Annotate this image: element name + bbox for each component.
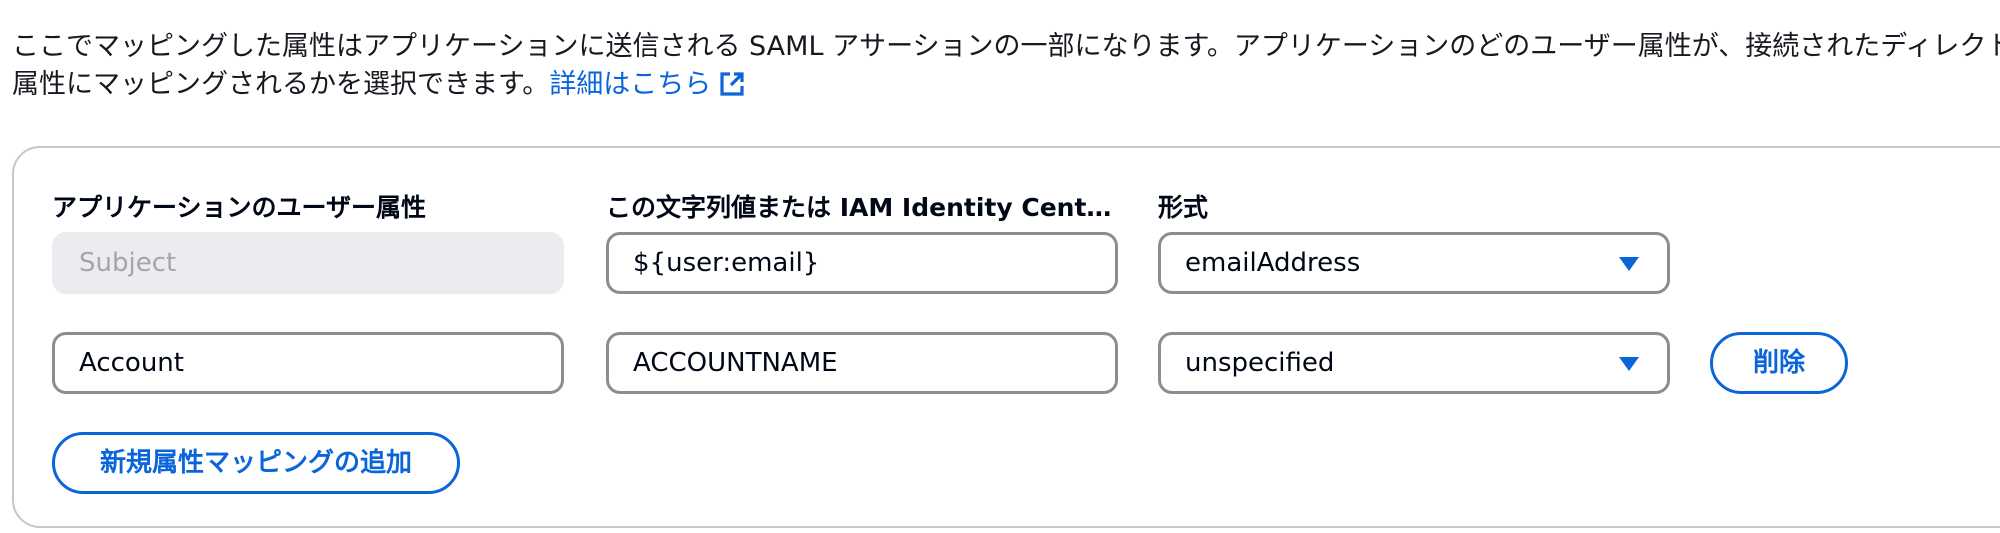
format-select-value: emailAddress [1185,248,1361,278]
value-input-row-2[interactable]: ACCOUNTNAME [606,332,1118,394]
description-line-2: 属性にマッピングされるかを選択できます。詳細はこちら [12,66,1972,108]
attribute-mappings-panel: アプリケーションのユーザー属性 この文字列値または IAM Identity C… [12,146,2000,528]
format-select-row-1[interactable]: emailAddress [1158,232,1670,294]
column-header-format: 形式 [1158,193,1209,222]
learn-more-link[interactable]: 詳細はこちら [549,69,745,100]
caret-down-icon [1619,257,1639,271]
caret-down-icon [1619,357,1639,371]
format-select-row-2[interactable]: unspecified [1158,332,1670,394]
add-attribute-mapping-button[interactable]: 新規属性マッピングの追加 [52,432,460,494]
value-input-row-1[interactable]: ${user:email} [606,232,1118,294]
learn-more-label: 詳細はこちら [549,69,712,100]
external-link-icon [719,70,745,108]
user-attribute-input-subject: Subject [52,232,564,294]
user-attribute-input-row-2[interactable]: Account [52,332,564,394]
description-line-1: ここでマッピングした属性はアプリケーションに送信される SAML アサーションの… [12,31,2000,62]
format-select-value: unspecified [1185,348,1335,378]
column-header-user-attribute: アプリケーションのユーザー属性 [52,193,427,222]
column-header-value: この文字列値または IAM Identity Cente... [606,193,1126,222]
remove-button-row-2[interactable]: 削除 [1710,332,1848,394]
description-line-2-text: 属性にマッピングされるかを選択できます。 [12,69,550,100]
description: ここでマッピングした属性はアプリケーションに送信される SAML アサーションの… [12,28,2000,108]
